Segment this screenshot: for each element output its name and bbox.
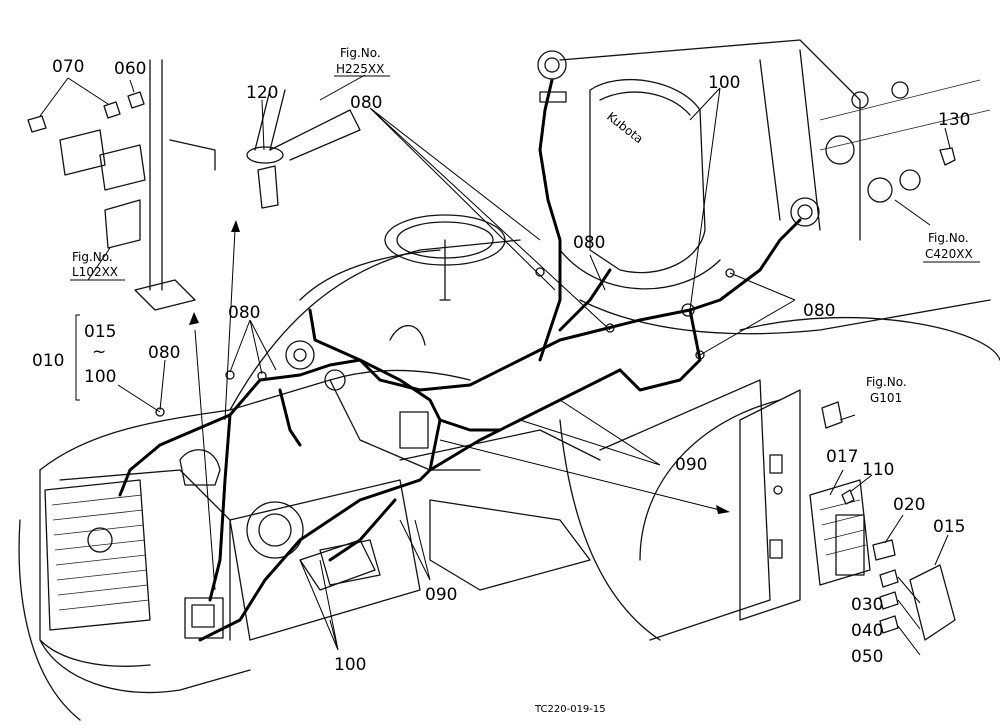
svg-text:L102XX: L102XX [72, 265, 118, 279]
leader-lines [39, 74, 951, 656]
wiring-harness-main [118, 78, 802, 642]
drawing-code: TC220-019-15 [534, 704, 606, 715]
part-label-080-top: 080 [350, 93, 382, 113]
part-label-100-bracket: 100 [84, 367, 116, 387]
part-label-090-bottom: 090 [425, 585, 457, 605]
part-label-015-bracket: 015 [84, 322, 116, 342]
part-label-080-right: 080 [803, 301, 835, 321]
bracket-tilde: ~ [92, 342, 106, 362]
part-label-010: 010 [32, 351, 64, 371]
part-label-020: 020 [893, 495, 925, 515]
part-label-130: 130 [938, 110, 970, 130]
fig-ref-g101: Fig.No. G101 [866, 375, 907, 405]
part-label-017: 017 [826, 447, 858, 467]
part-labels: 070 060 120 080 100 130 080 080 080 015 … [32, 57, 970, 675]
seat-brand-text: Kubota [604, 109, 646, 146]
fig-ref-c420: Fig.No. C420XX [923, 231, 980, 263]
fig-ref-l102: Fig.No. L102XX [70, 250, 125, 281]
svg-text:H225XX: H225XX [336, 62, 384, 76]
svg-text:Fig.No.: Fig.No. [928, 231, 969, 245]
part-label-090-right: 090 [675, 455, 707, 475]
svg-text:Fig.No.: Fig.No. [866, 375, 907, 389]
part-label-060: 060 [114, 59, 146, 79]
part-label-080-left: 080 [148, 343, 180, 363]
part-label-100-top: 100 [708, 73, 740, 93]
figure-references: Fig.No. H225XX Fig.No. L102XX Fig.No. C4… [70, 46, 980, 405]
part-label-120: 120 [246, 83, 278, 103]
part-label-040: 040 [851, 621, 883, 641]
svg-text:G101: G101 [870, 391, 902, 405]
part-label-080-seat: 080 [573, 233, 605, 253]
part-label-100-bottom: 100 [334, 655, 366, 675]
part-label-070: 070 [52, 57, 84, 77]
part-label-015: 015 [933, 517, 965, 537]
fig-ref-h225: Fig.No. H225XX [334, 46, 390, 77]
svg-text:C420XX: C420XX [925, 247, 973, 261]
part-label-080-dash: 080 [228, 303, 260, 323]
harness-components [27, 50, 956, 641]
tractor-body-outline [18, 39, 1000, 721]
part-label-050: 050 [851, 647, 883, 667]
part-label-110: 110 [862, 460, 894, 480]
svg-text:Fig.No.: Fig.No. [340, 46, 381, 60]
svg-text:Fig.No.: Fig.No. [72, 250, 113, 264]
part-label-030: 030 [851, 595, 883, 615]
